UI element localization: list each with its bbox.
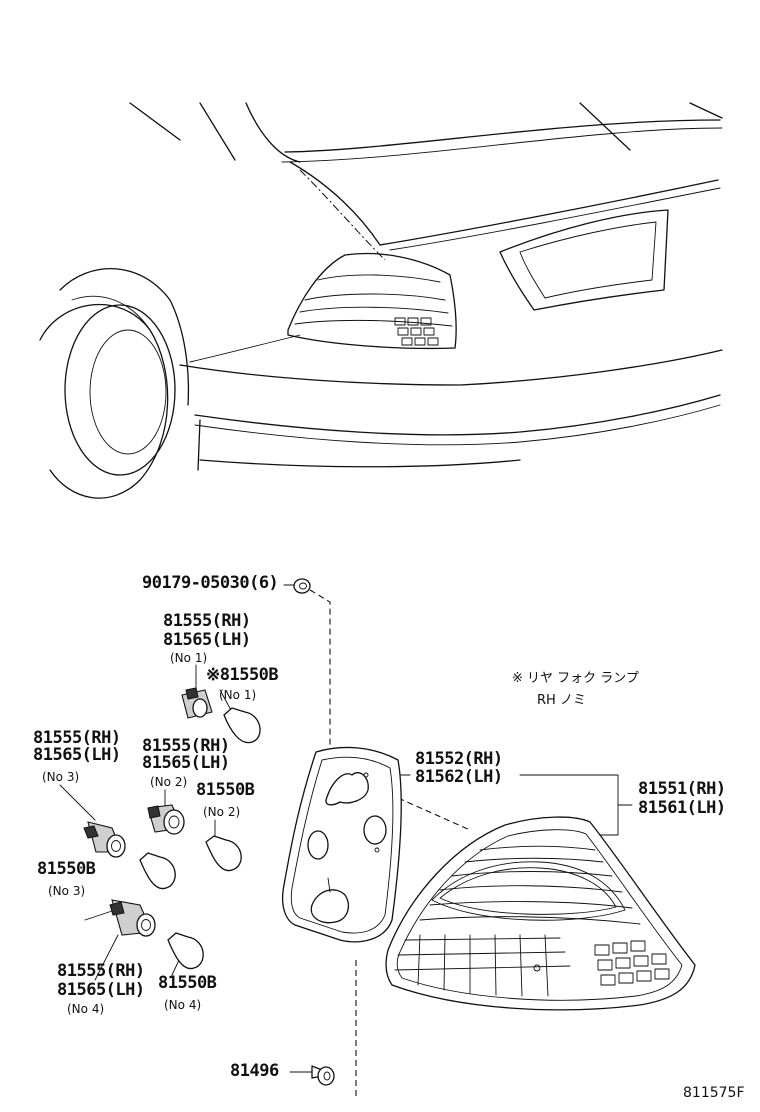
label-bulb1: ※81550B xyxy=(206,665,279,685)
tail-lamp-assembly xyxy=(385,816,696,1011)
label-gasket-lh: 81562(LH) xyxy=(415,767,503,787)
label-bulb1-no: (No 1) xyxy=(219,688,257,702)
leader-lines xyxy=(59,584,633,1073)
label-socket3-no: (No 3) xyxy=(42,770,80,784)
label-lamp-rh: 81551(RH) xyxy=(638,779,726,799)
figure-reference: 811575F xyxy=(683,1085,745,1101)
socket-no2 xyxy=(147,804,185,835)
label-socket2-rh: 81555(RH) xyxy=(142,736,230,756)
car-rear-illustration xyxy=(39,102,723,499)
label-lamp-lh: 81561(LH) xyxy=(638,798,726,818)
note-line2: RH ノミ xyxy=(537,693,586,708)
screw-bottom xyxy=(311,1065,335,1086)
label-socket2-no: (No 2) xyxy=(150,775,188,789)
bulb-no3 xyxy=(139,852,176,890)
label-socket1-no: (No 1) xyxy=(170,651,208,665)
label-socket2-lh: 81565(LH) xyxy=(142,753,230,773)
label-bulb3-no: (No 3) xyxy=(48,884,86,898)
socket-no3 xyxy=(83,821,126,858)
socket-no1 xyxy=(181,687,213,719)
bulb-no2 xyxy=(205,835,242,872)
label-socket4-no: (No 4) xyxy=(67,1002,105,1016)
label-socket3-rh: 81555(RH) xyxy=(33,728,121,748)
label-bulb3: 81550B xyxy=(37,859,96,879)
bulb-no1 xyxy=(223,707,261,744)
label-bulb4-no: (No 4) xyxy=(164,998,202,1012)
bulb-no4 xyxy=(167,932,204,970)
label-bulb2: 81550B xyxy=(196,780,255,800)
label-socket4-rh: 81555(RH) xyxy=(57,961,145,981)
label-bulb4: 81550B xyxy=(158,973,217,993)
label-socket1-lh: 81565(LH) xyxy=(163,630,251,650)
label-socket3-lh: 81565(LH) xyxy=(33,745,121,765)
label-screw-bottom: 81496 xyxy=(230,1061,279,1081)
label-bulb2-no: (No 2) xyxy=(203,805,241,819)
screw-top xyxy=(293,578,311,594)
gasket-plate xyxy=(281,746,402,943)
label-socket1-rh: 81555(RH) xyxy=(163,611,251,631)
label-socket4-lh: 81565(LH) xyxy=(57,980,145,1000)
label-gasket-rh: 81552(RH) xyxy=(415,749,503,769)
note-line1: ※ リヤ フォク ランプ xyxy=(512,671,639,686)
label-screw-top: 90179-05030(6) xyxy=(142,573,279,593)
socket-no4 xyxy=(109,899,156,937)
